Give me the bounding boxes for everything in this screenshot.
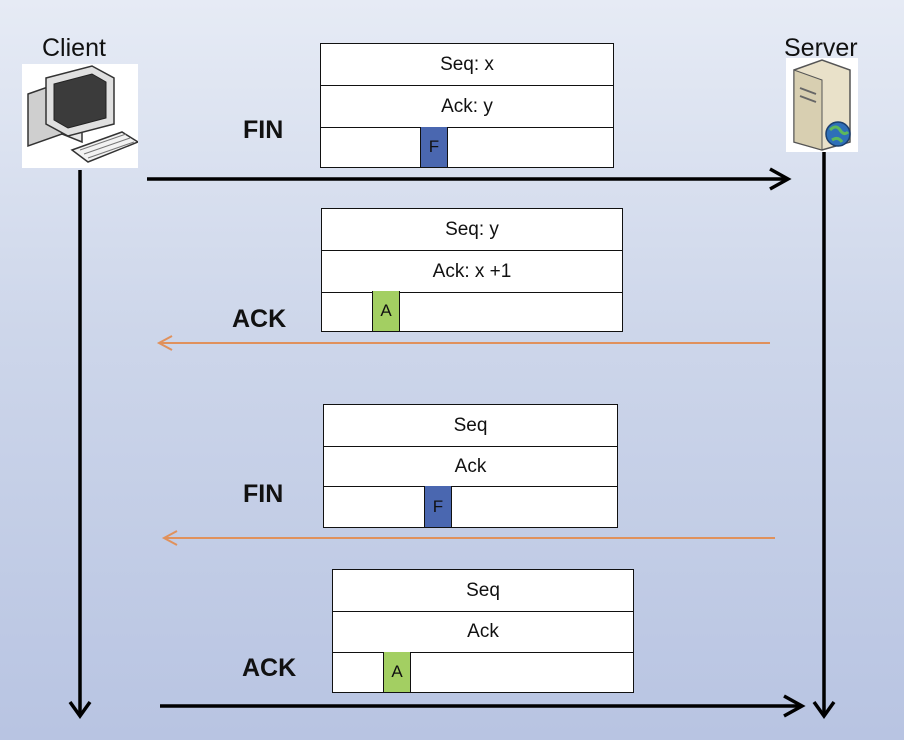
ack-field: Ack: [324, 447, 617, 487]
segment-label-ack-2: ACK: [242, 654, 297, 682]
packet-fin-2: Seq Ack F: [323, 404, 618, 528]
ack-flag: A: [372, 291, 400, 331]
fin-flag: F: [424, 486, 452, 527]
packet-ack-2: Seq Ack A: [332, 569, 634, 693]
ack-flag: A: [383, 652, 411, 692]
ack-field: Ack: [333, 612, 633, 653]
server-tower-icon: [786, 58, 858, 152]
desktop-computer-icon: [22, 64, 140, 168]
segment-label-fin-1: FIN: [243, 116, 284, 144]
server-label: Server: [784, 34, 858, 62]
seq-field: Seq: [333, 570, 633, 612]
client-label: Client: [42, 34, 106, 62]
segment-label-fin-2: FIN: [243, 480, 284, 508]
seq-field: Seq: [324, 405, 617, 447]
seq-field: Seq: x: [321, 44, 613, 86]
packet-ack-1: Seq: y Ack: x +1 A: [321, 208, 623, 332]
fin-flag: F: [420, 127, 448, 167]
seq-field: Seq: y: [322, 209, 622, 251]
ack-field: Ack: y: [321, 86, 613, 128]
ack-field: Ack: x +1: [322, 251, 622, 293]
packet-fin-1: Seq: x Ack: y F: [320, 43, 614, 168]
segment-label-ack-1: ACK: [232, 305, 287, 333]
